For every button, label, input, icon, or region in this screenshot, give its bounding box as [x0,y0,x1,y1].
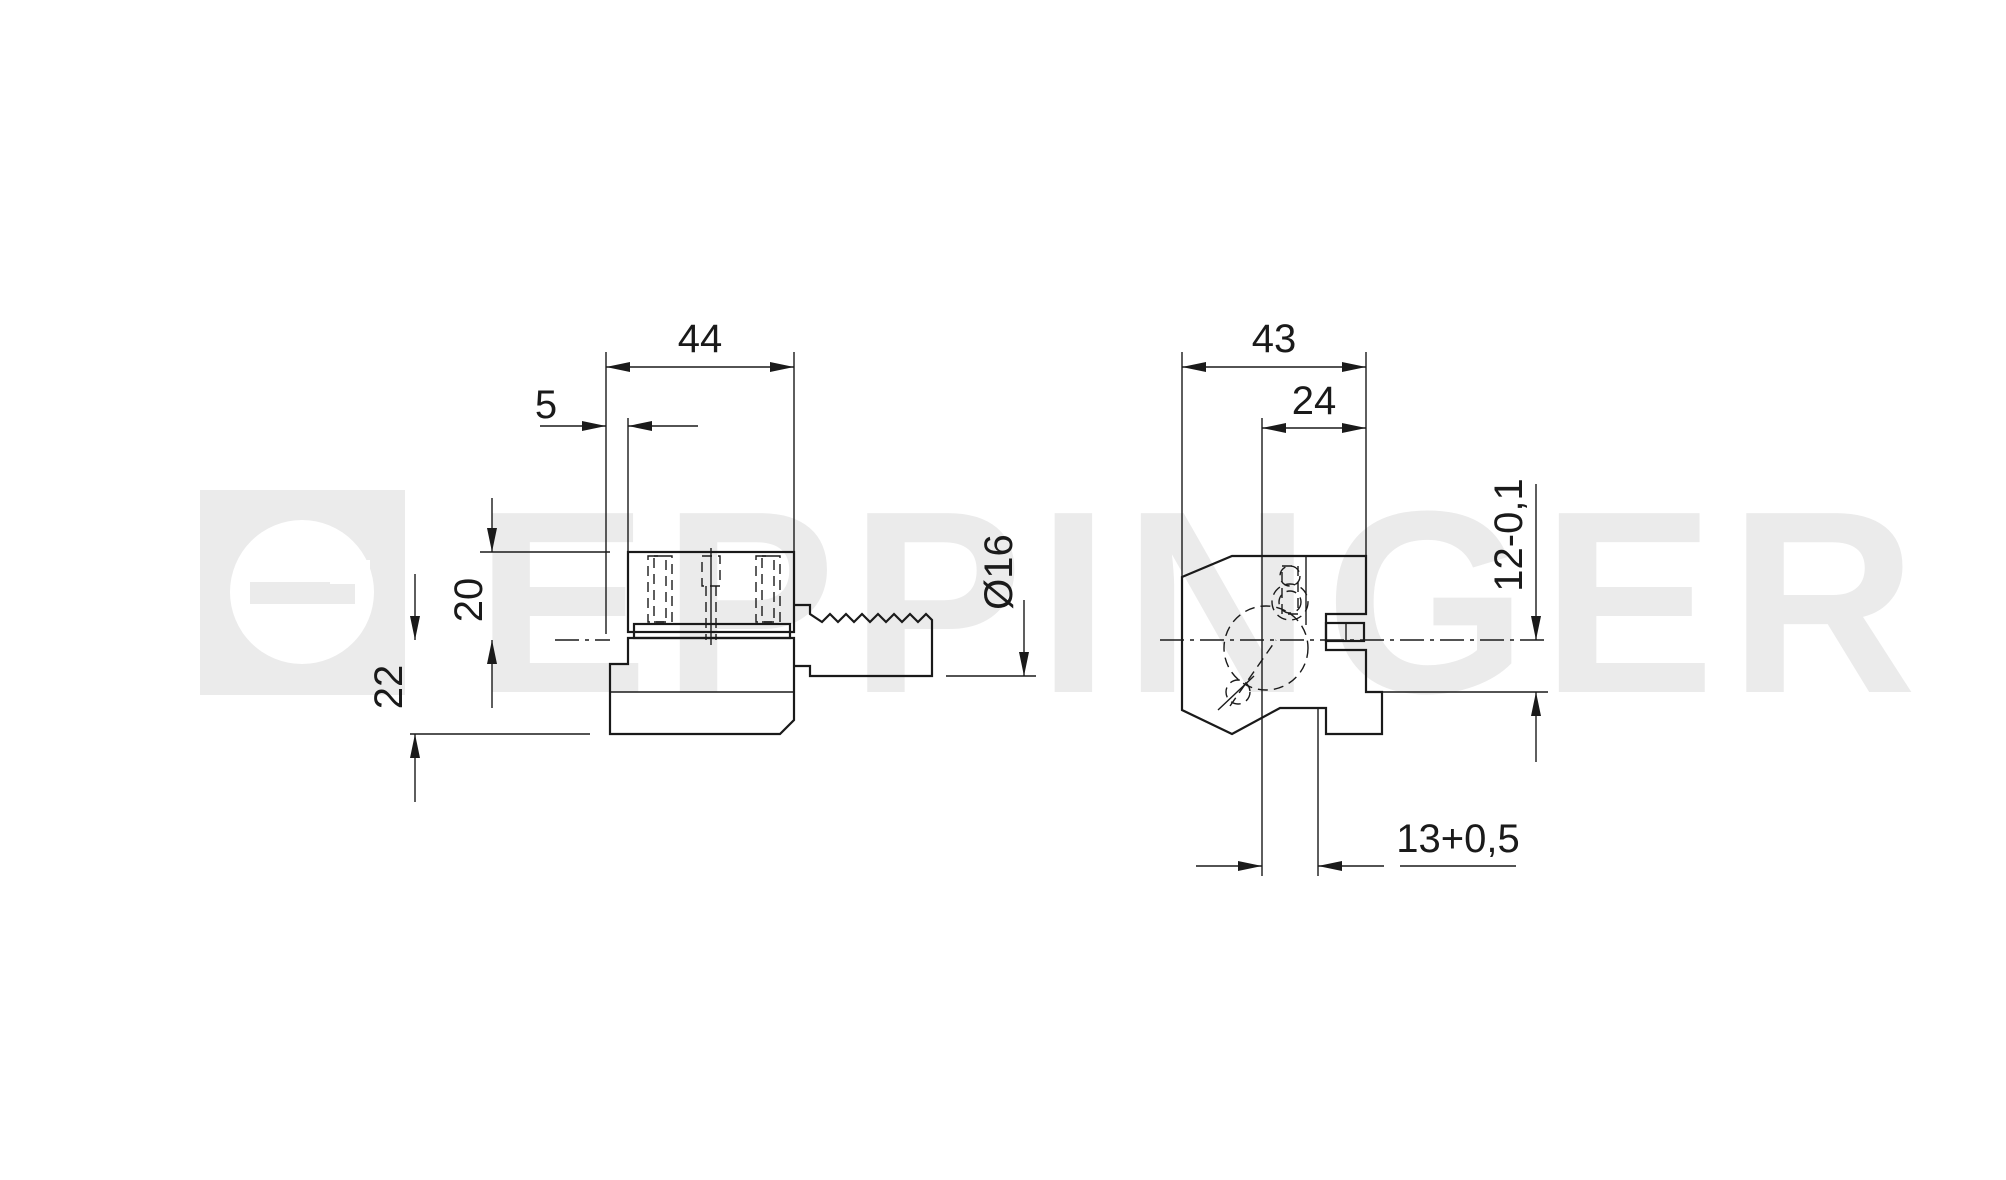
dim-24: 24 [1261,379,1366,556]
dim-20: 20 [447,498,610,708]
side-screws [647,548,781,645]
dim-24-label: 24 [1292,379,1337,423]
watermark-brand-text: EPPINGER [475,458,1931,748]
end-clamp-screw [1271,565,1309,621]
dim-43-label: 43 [1252,317,1297,361]
dim-13-label: 13+0,5 [1396,817,1519,861]
dim-diameter-16: Ø16 [946,534,1036,677]
dim-5: 5 [535,383,698,552]
dim-44-label: 44 [678,317,723,361]
side-view: 44 5 20 22 [367,317,1036,802]
dim-12: 12-0,1 [1382,478,1548,762]
dim-44: 44 [605,317,795,634]
dim-20-label: 20 [447,578,491,623]
dim-22-label: 22 [367,665,411,710]
dim-13: 13+0,5 [1196,708,1520,876]
side-shank [794,603,934,678]
watermark: EPPINGER [200,458,1931,748]
end-body-outline [1180,554,1384,736]
dim-5-label: 5 [535,383,557,427]
side-lower-body [608,636,796,736]
end-view: 43 24 12-0,1 13+0,5 [1160,317,1548,876]
dim-diameter-16-label: Ø16 [977,534,1021,610]
dim-12-label: 12-0,1 [1487,478,1531,591]
brand-logo-icon [200,490,405,695]
dim-43: 43 [1181,317,1367,577]
dim-22: 22 [367,574,590,802]
end-slot-key [1324,621,1366,643]
end-shank-section [1217,605,1309,711]
